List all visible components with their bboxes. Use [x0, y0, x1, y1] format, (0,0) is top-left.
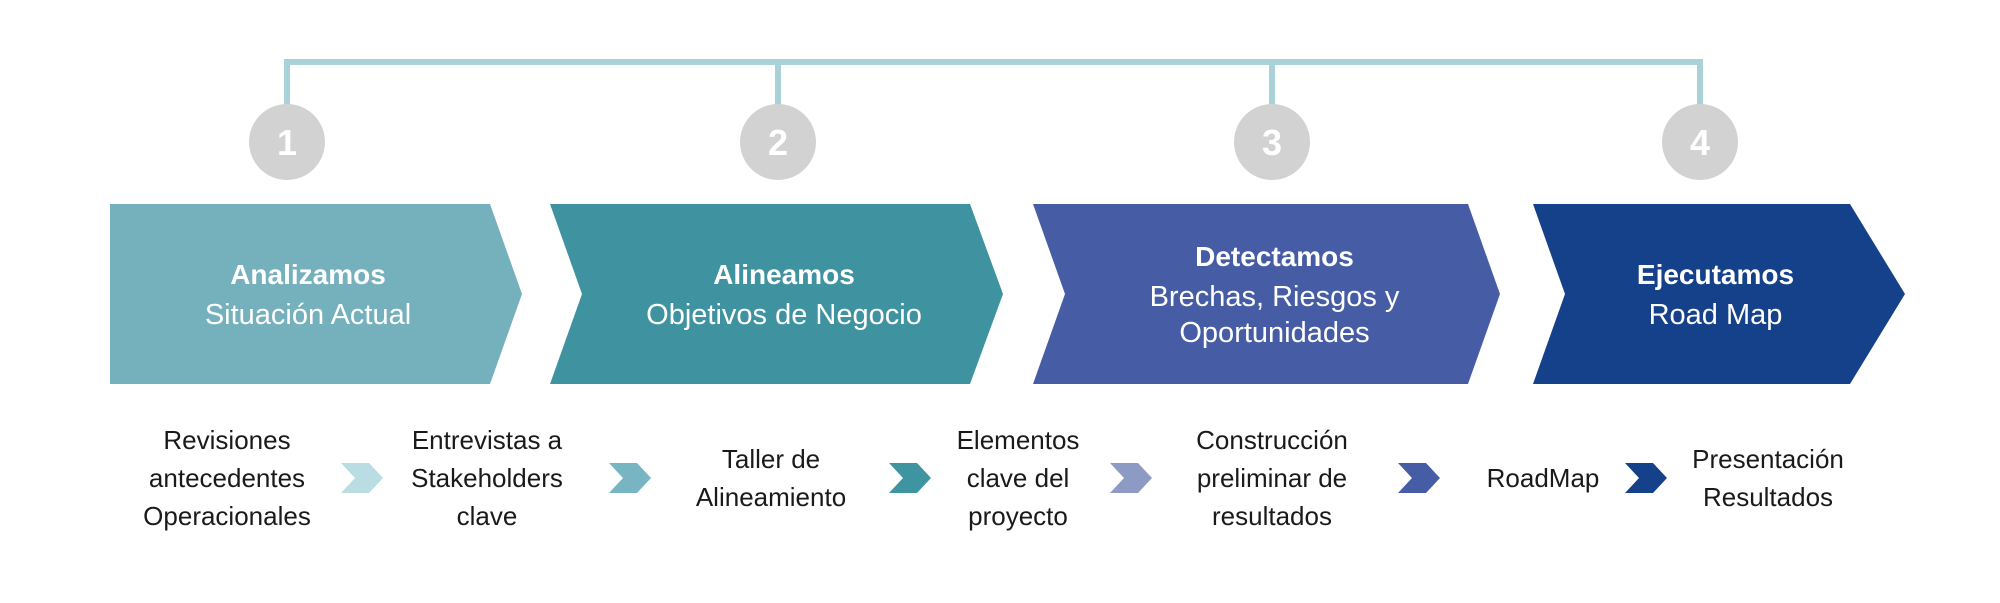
activity-label: Alineamiento [696, 482, 846, 512]
step-number: 4 [1690, 122, 1710, 163]
activity-arrow-6 [1625, 463, 1667, 493]
chevron-shape [110, 204, 522, 384]
activity-label: preliminar de [1197, 463, 1347, 493]
activity-label: Stakeholders [411, 463, 563, 493]
number-circle [249, 104, 325, 180]
phase-subtitle: Oportunidades [1179, 317, 1369, 349]
phase-title: Analizamos [230, 259, 386, 290]
activity-label: clave del [967, 463, 1070, 493]
activity-label: Entrevistas a [412, 425, 563, 455]
phase-subtitle: Road Map [1649, 299, 1783, 331]
activity-label: antecedentes [149, 463, 305, 493]
step-number-badge-1: 1 [249, 104, 325, 180]
activity-arrow-4 [1110, 463, 1152, 493]
phase-subtitle: Objetivos de Negocio [646, 299, 922, 331]
number-circle [1234, 104, 1310, 180]
chevron-shape [1533, 204, 1905, 384]
chevron-shape [550, 204, 1003, 384]
activity-item-5: Construcción preliminar de resultados [1196, 425, 1348, 531]
phase-title: Alineamos [713, 259, 855, 290]
activity-item-6: RoadMap [1487, 463, 1600, 493]
phase-title: Detectamos [1195, 241, 1354, 272]
step-number-badge-4: 4 [1662, 104, 1738, 180]
activity-label: proyecto [968, 501, 1068, 531]
activity-label: clave [457, 501, 518, 531]
activity-label: Presentación [1692, 444, 1844, 474]
activity-label: resultados [1212, 501, 1332, 531]
activity-arrow-3 [889, 463, 931, 493]
activity-arrow-2 [609, 463, 651, 493]
activity-label: Taller de [722, 444, 820, 474]
step-number: 3 [1262, 122, 1282, 163]
step-number-badge-3: 3 [1234, 104, 1310, 180]
phase-subtitle: Brechas, Riesgos y [1150, 281, 1400, 313]
activity-label: Revisiones [163, 425, 290, 455]
activity-label: Operacionales [143, 501, 311, 531]
phase-title: Ejecutamos [1637, 259, 1794, 290]
step-number: 1 [277, 122, 297, 163]
chevron-shape [1033, 204, 1500, 384]
phase-subtitle: Situación Actual [205, 299, 411, 331]
activity-item-4: Elementos clave del proyecto [957, 425, 1080, 531]
activity-label: RoadMap [1487, 463, 1600, 493]
activity-arrow-5 [1398, 463, 1440, 493]
activity-label: Resultados [1703, 482, 1833, 512]
activity-label: Construcción [1196, 425, 1348, 455]
step-number: 2 [768, 122, 788, 163]
step-number-badge-2: 2 [740, 104, 816, 180]
activity-item-3: Taller de Alineamiento [696, 444, 846, 512]
connector-bracket [284, 59, 1703, 106]
activity-arrow-1 [341, 463, 383, 493]
number-circle [1662, 104, 1738, 180]
number-circle [740, 104, 816, 180]
activity-item-2: Entrevistas a Stakeholders clave [411, 425, 563, 531]
step-number-circles: 1 2 3 4 [249, 104, 1738, 180]
activity-label: Elementos [957, 425, 1080, 455]
